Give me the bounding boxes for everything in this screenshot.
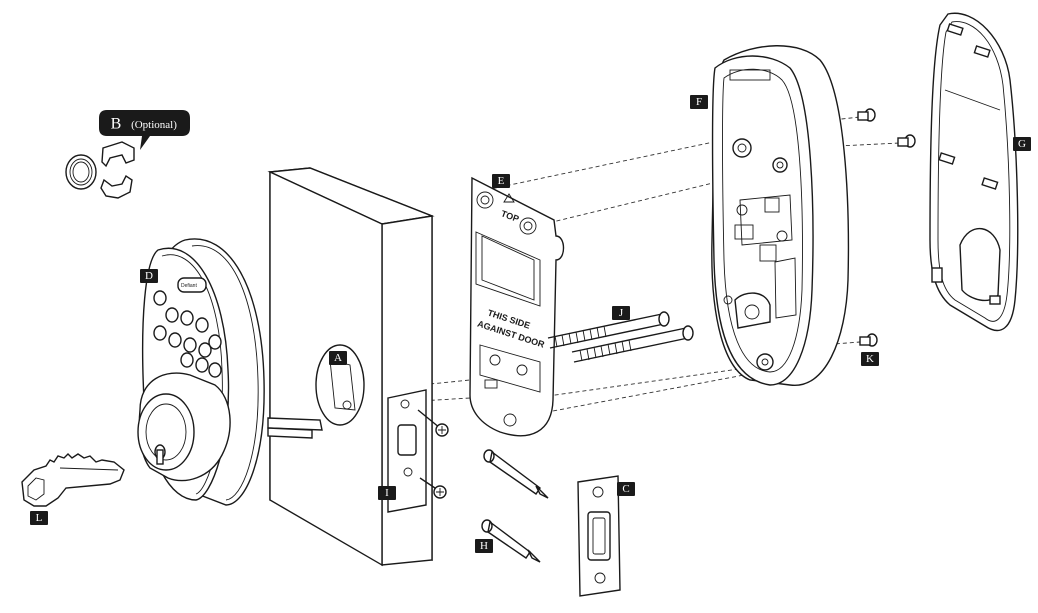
svg-text:F: F: [696, 96, 702, 108]
latch-bolt: [267, 344, 365, 439]
keypad-exterior-assembly: Defiant: [137, 238, 265, 506]
brand-logo: Defiant: [177, 277, 207, 293]
latch-face-plate: [387, 389, 427, 513]
lock-cylinder: [137, 372, 231, 482]
latch-screws: [417, 409, 449, 499]
svg-text:B: B: [111, 116, 122, 133]
svg-text:Defiant: Defiant: [181, 283, 197, 289]
svg-text:G: G: [1018, 138, 1026, 150]
callout-g: G: [1013, 137, 1031, 151]
strike-plate: [577, 475, 621, 597]
screw-2: [897, 134, 916, 148]
mounting-bolts: [547, 311, 694, 363]
svg-text:I: I: [385, 487, 389, 499]
svg-text:D: D: [145, 270, 153, 282]
interior-housing: [711, 45, 850, 386]
svg-text:L: L: [36, 512, 43, 524]
callout-j: J: [612, 306, 630, 320]
battery-cover: [929, 12, 1019, 332]
svg-text:H: H: [480, 540, 488, 552]
callout-i: I: [378, 486, 396, 500]
callout-f: F: [690, 95, 708, 109]
callout-k: K: [861, 352, 879, 366]
strike-plate-screws: [481, 449, 549, 563]
optional-adapter-rings: [65, 141, 135, 199]
svg-text:(Optional): (Optional): [131, 119, 177, 131]
svg-text:C: C: [622, 483, 629, 495]
svg-text:J: J: [619, 307, 624, 319]
callout-e: E: [492, 174, 510, 188]
keypad-buttons: [153, 290, 222, 378]
callout-l: L: [30, 511, 48, 525]
key: [21, 453, 125, 507]
svg-text:K: K: [866, 353, 874, 365]
screw-3: [859, 333, 878, 347]
callout-a: A: [329, 351, 347, 365]
svg-text:E: E: [498, 175, 505, 187]
callout-b: B (Optional): [99, 110, 190, 150]
screw-1: [857, 108, 876, 122]
housing-screws: [857, 108, 916, 347]
callout-d: D: [140, 269, 158, 283]
callout-c: C: [617, 482, 635, 496]
callout-h: H: [475, 539, 493, 553]
mounting-plate: TOP THIS SIDE AGAINST DOOR: [469, 176, 565, 437]
svg-text:A: A: [334, 352, 342, 364]
